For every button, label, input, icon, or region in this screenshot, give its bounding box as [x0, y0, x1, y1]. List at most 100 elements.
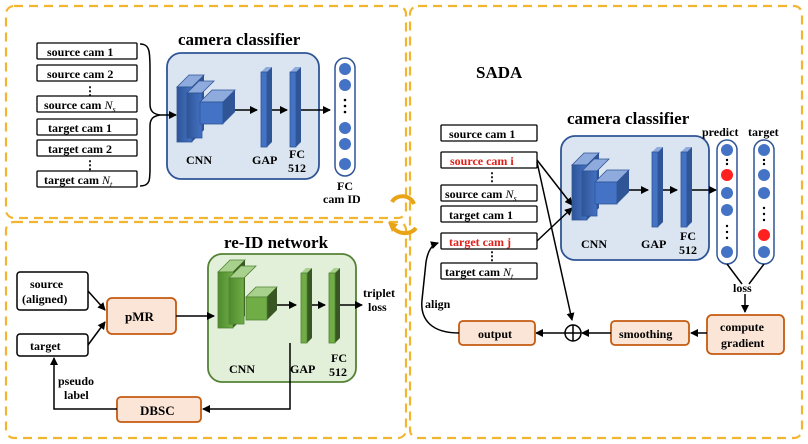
- output-node: [339, 138, 351, 150]
- right-input-label-highlight: target cam j: [449, 235, 511, 249]
- top-fc-label: FC: [289, 147, 305, 161]
- top-input-label: target cam 1: [48, 121, 112, 135]
- right-input-2: source cam i: [440, 151, 538, 169]
- arrow-target-j-to-classifier: [536, 207, 573, 242]
- top-classifier-title: camera classifier: [178, 30, 301, 49]
- predict-to-loss-line: [726, 263, 743, 285]
- output-label: output: [478, 327, 512, 341]
- target-node: [758, 169, 770, 181]
- right-cnn-block: [571, 152, 630, 221]
- right-input-list: source cam 1 source cam i ⋮ source cam N…: [440, 124, 538, 281]
- predict-nodes: [721, 144, 733, 258]
- top-gap-block: [260, 67, 272, 148]
- right-input-4: target cam 1: [440, 205, 538, 223]
- reid-source-label: source: [30, 277, 64, 291]
- top-input-ellipsis: ⋮: [84, 84, 96, 98]
- dbsc-box: DBSC: [116, 396, 202, 423]
- top-output-dots: [343, 98, 347, 114]
- target-nodes: [758, 144, 770, 258]
- arrow-source-i-to-sum: [536, 161, 575, 321]
- predict-label: predict: [702, 125, 738, 139]
- pmr-box: pMR: [106, 297, 177, 335]
- reid-fc-block: [328, 268, 340, 344]
- top-cnn-block: [176, 74, 236, 143]
- right-gap-block: [651, 147, 663, 228]
- right-input-label: source cam 1: [449, 127, 515, 141]
- right-input-ellipsis: ⋮: [486, 249, 498, 263]
- target-node: [758, 187, 770, 199]
- top-fc-block: [289, 67, 301, 148]
- triplet-loss-label-2: loss: [368, 300, 387, 314]
- top-left-panel-border: [4, 4, 408, 220]
- arrow-source-i-to-classifier: [536, 159, 573, 206]
- dbsc-label: DBSC: [140, 403, 175, 418]
- right-input-label: target cam Nt: [445, 265, 514, 281]
- right-section: SADA camera classifier source cam 1 sour…: [421, 63, 785, 355]
- right-fc-dim: 512: [679, 243, 697, 257]
- right-classifier-title: camera classifier: [567, 109, 690, 128]
- predict-dots: [725, 158, 729, 240]
- right-cnn-label: CNN: [581, 237, 607, 251]
- reid-gap-label: GAP: [290, 362, 315, 376]
- arrow-target-to-pmr: [87, 321, 106, 346]
- right-input-ellipsis: ⋮: [486, 170, 498, 184]
- reid-cnn-label: CNN: [229, 362, 255, 376]
- output-box: output: [458, 320, 536, 346]
- arrow-gap-to-dbsc: [202, 343, 291, 413]
- reid-gap-block: [300, 268, 312, 344]
- reid-target-box: target: [16, 333, 89, 357]
- target-to-loss-line: [748, 263, 765, 285]
- compute-label: compute: [720, 320, 765, 334]
- top-input-label: source cam Ns: [44, 98, 116, 114]
- pseudo-label-text-2: label: [64, 388, 89, 402]
- top-fc-dim: 512: [288, 161, 306, 175]
- output-node: [339, 63, 351, 75]
- target-node: [758, 246, 770, 258]
- output-node: [339, 122, 351, 134]
- target-node-highlight: [758, 229, 770, 241]
- right-input-label: target cam 1: [449, 208, 513, 222]
- predict-column: [716, 139, 738, 265]
- top-left-section: camera classifier source cam 1 source ca…: [36, 30, 361, 206]
- align-label: align: [425, 297, 451, 311]
- top-input-3: source cam Ns: [36, 95, 138, 114]
- top-input-4: target cam 1: [36, 118, 138, 136]
- right-input-label-highlight: source cam i: [450, 154, 514, 168]
- right-fc-label: FC: [680, 229, 696, 243]
- top-input-ellipsis: ⋮: [84, 158, 96, 172]
- predict-node: [721, 187, 733, 199]
- top-output-nodes: [339, 63, 351, 170]
- top-input-5: target cam 2: [36, 139, 138, 157]
- reid-source-box: source (aligned): [16, 271, 89, 311]
- top-input-label: source cam 1: [47, 45, 113, 59]
- reid-title: re-ID network: [224, 233, 329, 252]
- top-input-brace: [139, 43, 161, 187]
- triplet-loss-label: triplet: [363, 286, 395, 300]
- pmr-label: pMR: [125, 309, 155, 324]
- right-panel-border: [408, 4, 804, 440]
- top-cnn-label: CNN: [186, 153, 212, 167]
- top-input-label: target cam Nt: [44, 173, 113, 189]
- target-node: [758, 144, 770, 156]
- predict-node: [721, 246, 733, 258]
- top-input-2: source cam 2: [36, 64, 138, 82]
- top-input-label: source cam 2: [47, 67, 113, 81]
- target-dots: [762, 158, 766, 222]
- reid-fc-dim: 512: [329, 365, 347, 379]
- right-input-3: source cam Ns: [440, 184, 538, 203]
- align-loop-arrow: [421, 241, 460, 334]
- target-vector-label: target: [748, 125, 779, 139]
- bottom-left-panel-border: [4, 220, 408, 440]
- right-input-6: target cam Nt: [440, 262, 538, 281]
- reid-cnn-block: [217, 259, 278, 329]
- predict-node: [721, 204, 733, 216]
- panel-borders: [4, 4, 804, 440]
- output-node: [339, 158, 351, 170]
- top-input-1: source cam 1: [36, 42, 138, 60]
- right-input-label: source cam Ns: [445, 187, 517, 203]
- gradient-label: gradient: [721, 336, 764, 350]
- output-node: [339, 79, 351, 91]
- top-output-label-fc: FC: [337, 179, 353, 193]
- right-gap-label: GAP: [641, 237, 666, 251]
